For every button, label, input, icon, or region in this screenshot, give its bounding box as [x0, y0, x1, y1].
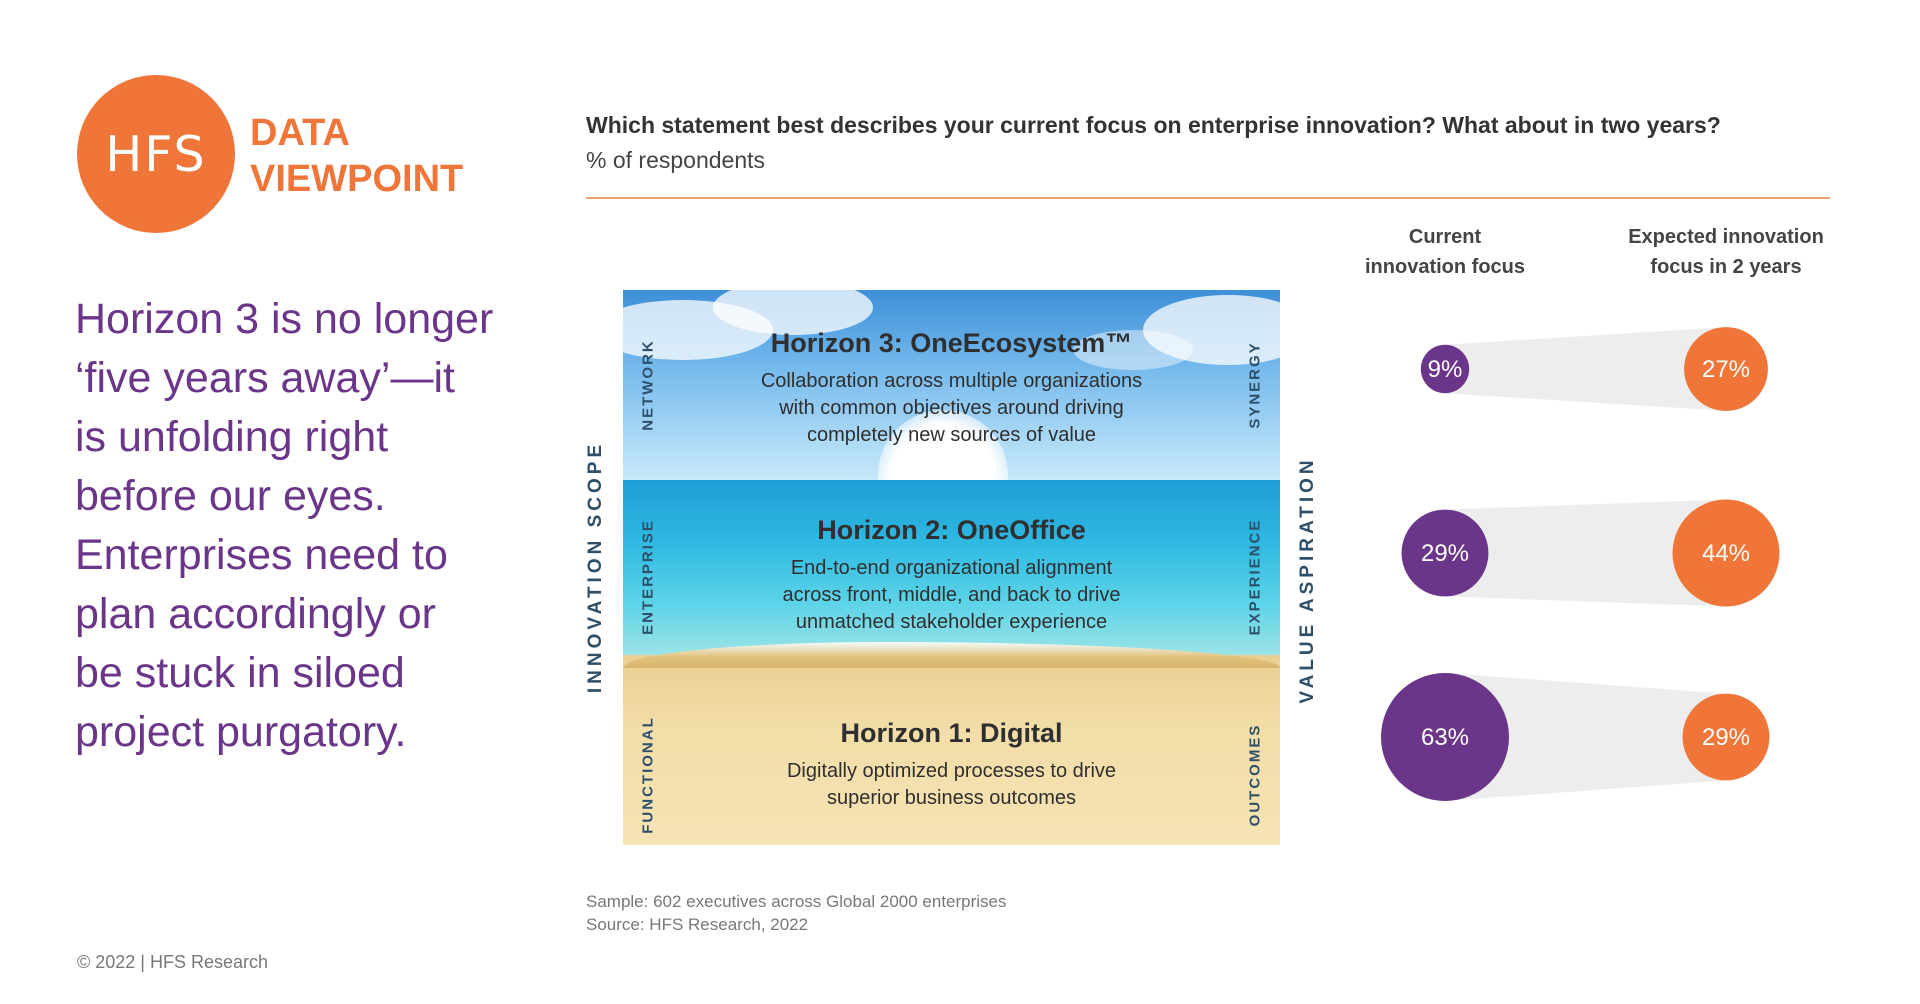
bubble-expected-label: 29% — [1702, 724, 1750, 751]
column-header-line: Current — [1408, 226, 1482, 248]
horizons-graphic: Horizon 3: OneEcosystem™ Collaboration a… — [623, 290, 1280, 845]
bubble-connector — [1445, 499, 1726, 607]
column-header-expected: Expected innovation focus in 2 years — [1628, 222, 1824, 282]
tagline-line-2: VIEWPOINT — [250, 158, 464, 200]
cloud — [1073, 330, 1193, 370]
bubble-expected-label: 44% — [1702, 540, 1750, 567]
horizon-3-desc-line: with common objectives around driving — [779, 397, 1124, 419]
bubble-expected — [1684, 327, 1768, 411]
cloud — [713, 290, 873, 335]
sample-note: Sample: 602 executives across Global 200… — [586, 892, 1007, 911]
divider — [586, 197, 1830, 199]
horizon-2-title: Horizon 2: OneOffice — [817, 515, 1086, 545]
horizon-2-desc-line: across front, middle, and back to drive — [782, 584, 1121, 606]
column-header-line: focus in 2 years — [1650, 256, 1802, 278]
cloud — [1143, 295, 1280, 365]
bubble-expected-label: 27% — [1702, 356, 1750, 383]
sand-band — [623, 655, 1280, 845]
horizon-1-desc: Digitally optimized processes to drive s… — [703, 758, 1200, 812]
horizon-3-title: Horizon 3: OneEcosystem™ — [770, 328, 1133, 358]
footnote: Sample: 602 executives across Global 200… — [586, 890, 1007, 936]
column-header-line: innovation focus — [1365, 256, 1525, 278]
horizon-1-desc-line: superior business outcomes — [826, 787, 1076, 809]
horizon-3-desc: Collaboration across multiple organizati… — [703, 368, 1200, 449]
horizon-2-desc-line: End-to-end organizational alignment — [790, 557, 1113, 579]
bubble-current — [1420, 344, 1470, 394]
horizon-1-desc-line: Digitally optimized processes to drive — [786, 760, 1117, 782]
source-note: Source: HFS Research, 2022 — [586, 915, 809, 934]
horizon-2-desc: End-to-end organizational alignment acro… — [703, 555, 1200, 636]
hfs-logo: HFS — [77, 75, 235, 233]
tagline-line-1: DATA — [250, 112, 350, 154]
bubble-expected — [1682, 693, 1770, 781]
bubble-current-label: 63% — [1421, 724, 1469, 751]
bubble-current — [1381, 673, 1509, 801]
data-viewpoint-label: DATA VIEWPOINT — [250, 110, 463, 202]
horizon-3-desc-line: completely new sources of value — [806, 424, 1097, 446]
survey-question: Which statement best describes your curr… — [586, 112, 1721, 138]
copyright: © 2022 | HFS Research — [77, 952, 269, 972]
bubble-connector — [1445, 673, 1726, 801]
bubble-connector — [1445, 327, 1726, 411]
horizon-1-title: Horizon 1: Digital — [840, 718, 1063, 748]
bubble-current-label: 9% — [1428, 356, 1463, 383]
horizon-2-desc-line: unmatched stakeholder experience — [795, 611, 1108, 633]
sea-band — [623, 480, 1280, 655]
logo-text: HFS — [105, 125, 207, 183]
survey-unit: % of respondents — [586, 147, 766, 173]
bubble-current — [1401, 509, 1489, 597]
column-header-line: Expected innovation — [1628, 226, 1824, 248]
sky-band — [623, 290, 1280, 480]
bubble-current-label: 29% — [1421, 540, 1469, 567]
horizon-3-desc-line: Collaboration across multiple organizati… — [760, 370, 1143, 392]
bubble-expected — [1672, 499, 1780, 607]
column-header-current: Current innovation focus — [1365, 222, 1525, 282]
headline: Horizon 3 is no longer ‘five years away’… — [75, 295, 494, 756]
